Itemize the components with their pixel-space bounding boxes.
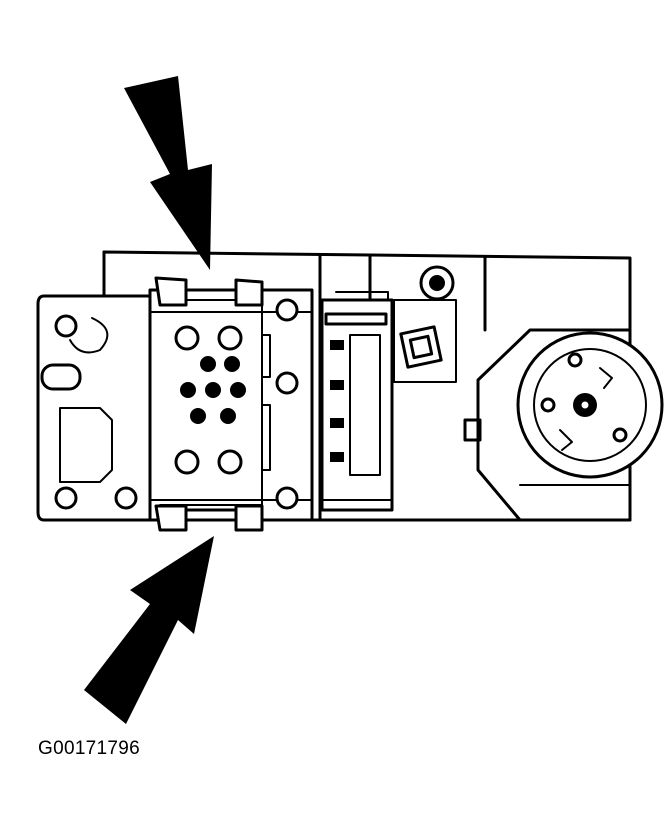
terminal-cavity [174,449,200,475]
connector-block [148,276,314,532]
rotary-plug [393,265,457,383]
flange-peg [40,363,82,391]
housing-hole [275,298,299,322]
housing-hole [275,486,299,510]
terminal-pin [200,356,216,372]
terminal-cavity [174,325,200,351]
terminal-pin [190,408,206,424]
terminal-pin [230,382,246,398]
figure-code: G00171796 [38,738,141,759]
flange-hole [54,486,78,510]
housing-hole [275,371,299,395]
terminal-cavity [217,325,243,351]
pointer-arrow-bottom [84,536,214,724]
terminal-cavity [217,449,243,475]
terminal-pin [220,408,236,424]
mounting-flange [36,294,152,522]
slide-switch [320,291,394,512]
terminal-pin [224,356,240,372]
terminal-pin [205,382,221,398]
pointer-arrow-top [124,76,212,270]
flange-hole [54,314,78,338]
flange-hole [114,486,138,510]
terminal-pin [180,382,196,398]
rotary-knob [463,328,664,522]
